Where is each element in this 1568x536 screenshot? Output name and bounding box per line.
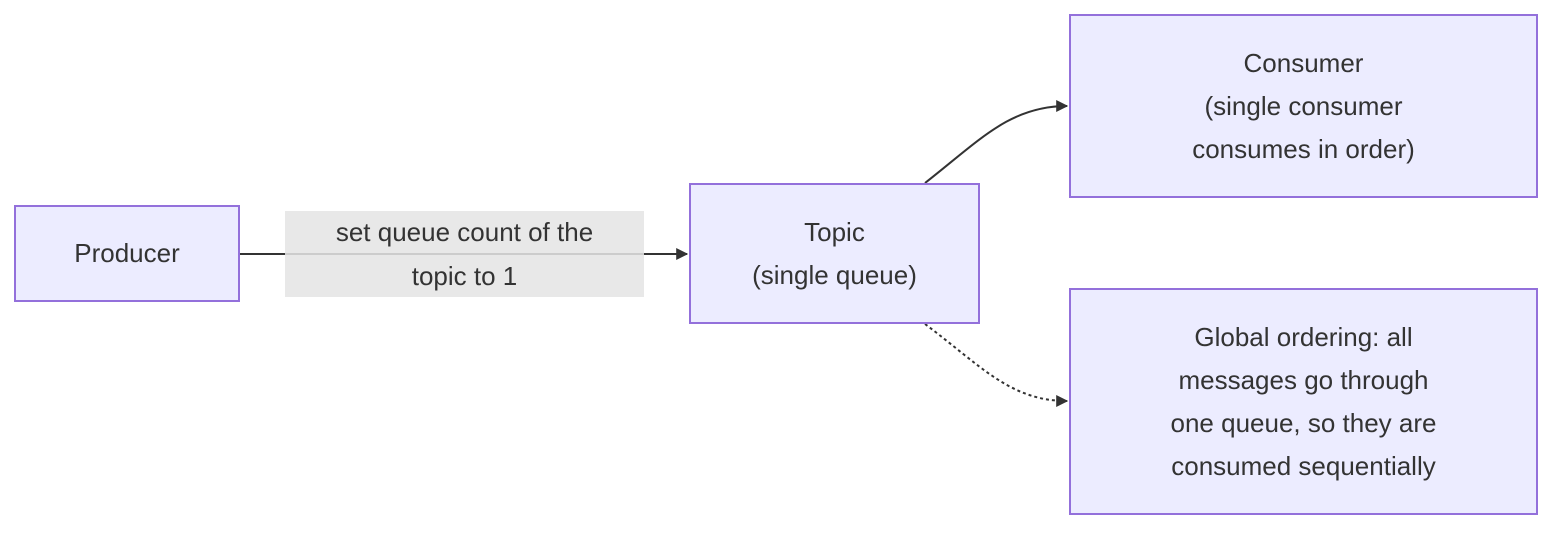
edge-line-through-label xyxy=(285,253,644,255)
topic-node: Topic (single queue) xyxy=(689,183,980,324)
consumer-node: Consumer (single consumer consumes in or… xyxy=(1069,14,1538,198)
producer-label: Producer xyxy=(74,238,180,268)
edge-label-text: set queue count of the topic to 1 xyxy=(335,217,594,291)
producer-node: Producer xyxy=(14,205,240,302)
consumer-label: Consumer (single consumer consumes in or… xyxy=(1192,47,1415,164)
edge-topic-to-consumer xyxy=(924,100,1069,184)
edge-label-queue-count: set queue count of the topic to 1 xyxy=(285,211,644,297)
edge-topic-to-note xyxy=(924,323,1069,407)
global-ordering-note-node: Global ordering: all messages go through… xyxy=(1069,288,1538,515)
global-ordering-note-label: Global ordering: all messages go through… xyxy=(1170,321,1437,481)
topic-label: Topic (single queue) xyxy=(752,216,917,290)
